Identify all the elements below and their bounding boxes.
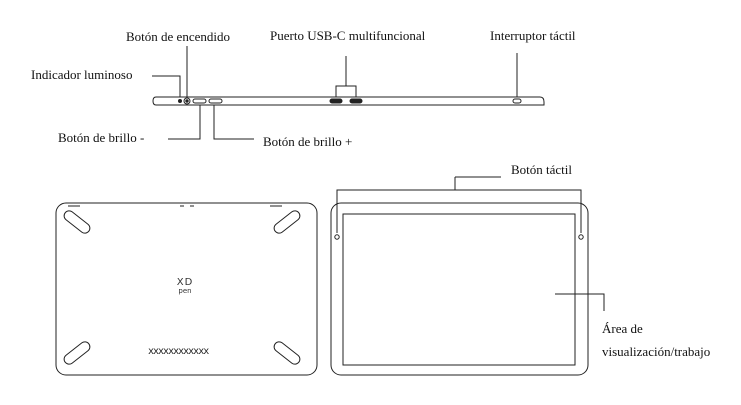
label-touch-button: Botón táctil bbox=[511, 162, 573, 177]
xp-pen-logo: XD pen bbox=[170, 278, 200, 296]
power-button bbox=[183, 97, 191, 105]
usb-port-1 bbox=[329, 98, 343, 104]
touch-switch bbox=[512, 98, 522, 104]
front-view bbox=[330, 202, 589, 376]
label-usb-port: Puerto USB-C multifuncional bbox=[270, 28, 426, 43]
vent-pattern: xxxxxxxxxxxx bbox=[148, 346, 209, 357]
label-brightness-plus: Botón de brillo + bbox=[263, 134, 353, 149]
label-power-button: Botón de encendido bbox=[126, 29, 230, 44]
logo-bottom: pen bbox=[178, 287, 192, 295]
logo-top: XD bbox=[176, 277, 194, 288]
back-view bbox=[55, 202, 318, 376]
label-work-area-line1: Área de bbox=[602, 321, 643, 336]
label-brightness-minus: Botón de brillo - bbox=[58, 130, 145, 145]
brightness-minus-button bbox=[192, 98, 207, 104]
label-indicator-light: Indicador luminoso bbox=[31, 67, 133, 82]
side-view bbox=[152, 96, 545, 106]
label-work-area-line2: visualización/trabajo bbox=[602, 344, 711, 359]
front-callouts bbox=[336, 176, 605, 311]
indicator-light bbox=[178, 99, 182, 103]
usb-port-2 bbox=[349, 98, 363, 104]
active-area bbox=[342, 213, 576, 366]
touch-button-left bbox=[334, 234, 340, 240]
label-touch-switch: Interruptor táctil bbox=[490, 28, 576, 43]
touch-button-right bbox=[578, 234, 584, 240]
brightness-plus-button bbox=[208, 98, 223, 104]
side-callouts bbox=[152, 46, 518, 140]
rubber-feet bbox=[63, 210, 301, 365]
